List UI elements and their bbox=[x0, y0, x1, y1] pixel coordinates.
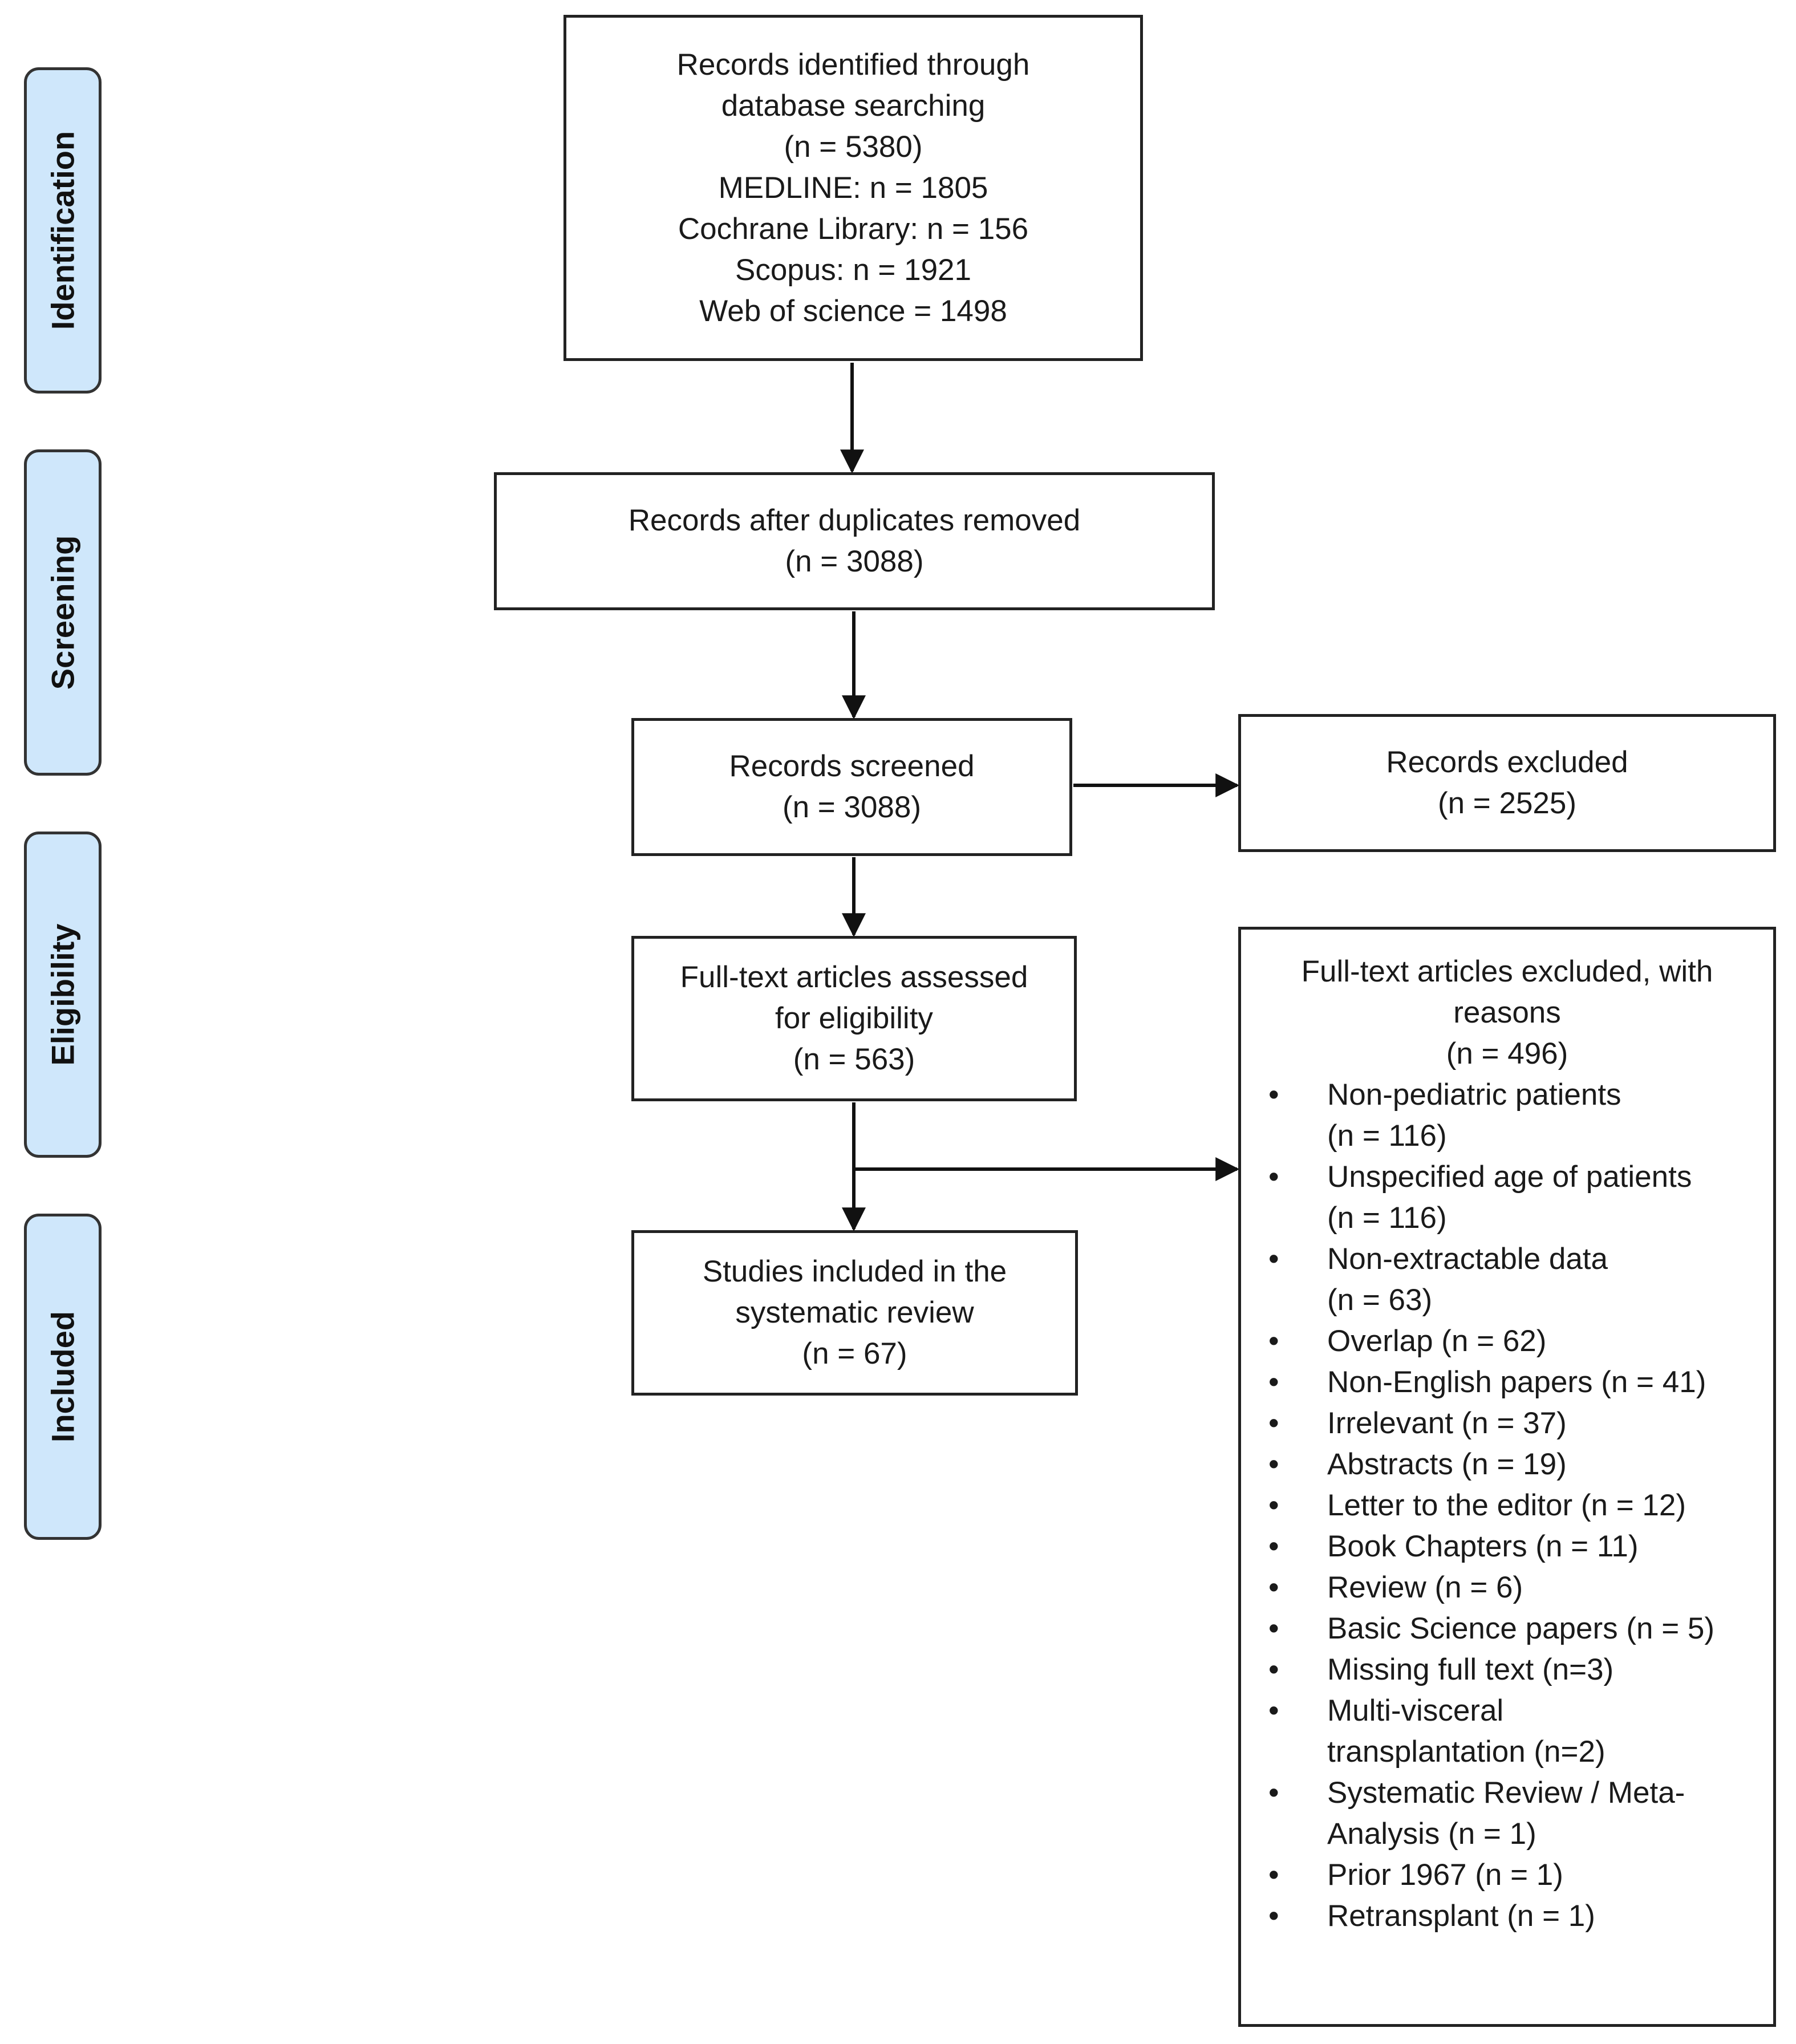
bullet-icon: • bbox=[1268, 1899, 1279, 1933]
exclusion-reason-text: Review (n = 6) bbox=[1327, 1571, 1523, 1604]
exclusion-reason-item: • Non-English papers (n = 41) bbox=[1241, 1362, 1762, 1403]
duplicates-removed-count: (n = 3088) bbox=[785, 545, 924, 578]
bullet-icon: • bbox=[1268, 1078, 1279, 1112]
bullet-icon: • bbox=[1268, 1489, 1279, 1522]
records-excluded-box: Records excluded (n = 2525) bbox=[1238, 714, 1776, 852]
bullet-icon: • bbox=[1268, 1612, 1279, 1645]
fulltext-excluded-box: Full-text articles excluded, with reason… bbox=[1238, 927, 1776, 2027]
exclusion-reason-item: • Basic Science papers (n = 5) bbox=[1241, 1608, 1762, 1649]
exclusion-reason-item: • Multi-visceral transplantation (n=2) bbox=[1241, 1690, 1762, 1773]
exclusion-reason-text: Irrelevant (n = 37) bbox=[1327, 1406, 1567, 1440]
exclusion-reason-item: • Letter to the editor (n = 12) bbox=[1241, 1485, 1762, 1526]
fulltext-excluded-heading-line: reasons bbox=[1453, 996, 1561, 1029]
fulltext-assessed-count: (n = 563) bbox=[793, 1043, 915, 1076]
exclusion-reason-text: Abstracts (n = 19) bbox=[1327, 1447, 1567, 1481]
exclusion-reason-text: Analysis (n = 1) bbox=[1327, 1817, 1536, 1851]
exclusion-reason-item: • Retransplant (n = 1) bbox=[1241, 1896, 1762, 1937]
exclusion-reason-text: Systematic Review / Meta- bbox=[1327, 1776, 1685, 1810]
exclusion-reason-item: • Prior 1967 (n = 1) bbox=[1241, 1855, 1762, 1896]
bullet-icon: • bbox=[1268, 1571, 1279, 1604]
exclusion-reason-item: • Irrelevant (n = 37) bbox=[1241, 1403, 1762, 1444]
exclusion-reason-item: • Review (n = 6) bbox=[1241, 1567, 1762, 1608]
bullet-icon: • bbox=[1268, 1776, 1279, 1810]
phase-eligibility: Eligibility bbox=[24, 832, 102, 1158]
records-excluded-count: (n = 2525) bbox=[1437, 786, 1577, 820]
bullet-icon: • bbox=[1268, 1365, 1279, 1399]
phase-screening: Screening bbox=[24, 449, 102, 776]
exclusion-reason-text: Unspecified age of patients bbox=[1327, 1160, 1692, 1194]
records-identified-line: Records identified through bbox=[676, 47, 1030, 82]
medline-count: MEDLINE: n = 1805 bbox=[718, 171, 988, 205]
exclusion-reason-text: (n = 116) bbox=[1327, 1119, 1447, 1153]
fulltext-assessed-line: Full-text articles assessed bbox=[680, 960, 1028, 994]
exclusion-reason-text: (n = 63) bbox=[1327, 1283, 1433, 1317]
exclusion-reason-item: • Book Chapters (n = 11) bbox=[1241, 1526, 1762, 1567]
exclusion-reason-text: Letter to the editor (n = 12) bbox=[1327, 1489, 1686, 1522]
exclusion-reasons-list: • Non-pediatric patients (n = 116) • Unspeci… bbox=[1241, 1074, 1773, 1937]
exclusion-reason-text: (n = 116) bbox=[1327, 1201, 1447, 1235]
bullet-icon: • bbox=[1268, 1447, 1279, 1481]
exclusion-reason-text: Book Chapters (n = 11) bbox=[1327, 1530, 1639, 1563]
bullet-icon: • bbox=[1268, 1324, 1279, 1358]
web-of-science-count: Web of science = 1498 bbox=[699, 294, 1007, 328]
exclusion-reason-text: Missing full text (n=3) bbox=[1327, 1653, 1614, 1686]
phase-identification: Identification bbox=[24, 67, 102, 394]
studies-included-line: systematic review bbox=[735, 1296, 974, 1329]
exclusion-reason-item: • Non-extractable data (n = 63) bbox=[1241, 1239, 1762, 1321]
exclusion-reason-text: Non-pediatric patients bbox=[1327, 1078, 1621, 1112]
fulltext-excluded-heading: Full-text articles excluded, with reason… bbox=[1241, 951, 1773, 1074]
scopus-count: Scopus: n = 1921 bbox=[735, 253, 971, 287]
exclusion-reason-item: • Overlap (n = 62) bbox=[1241, 1321, 1762, 1362]
duplicates-removed-label: Records after duplicates removed bbox=[628, 504, 1081, 537]
records-excluded-label: Records excluded bbox=[1386, 745, 1628, 779]
studies-included-box: Studies included in the systematic revie… bbox=[631, 1230, 1078, 1396]
cochrane-count: Cochrane Library: n = 156 bbox=[678, 212, 1029, 246]
records-screened-count: (n = 3088) bbox=[782, 790, 922, 824]
studies-included-count: (n = 67) bbox=[802, 1337, 907, 1370]
bullet-icon: • bbox=[1268, 1653, 1279, 1686]
duplicates-removed-box: Records after duplicates removed (n = 30… bbox=[494, 472, 1215, 610]
exclusion-reason-item: • Systematic Review / Meta- Analysis (n = … bbox=[1241, 1773, 1762, 1855]
exclusion-reason-text: transplantation (n=2) bbox=[1327, 1735, 1606, 1769]
fulltext-excluded-heading-line: Full-text articles excluded, with bbox=[1301, 955, 1713, 988]
phase-included: Included bbox=[24, 1214, 102, 1540]
records-screened-label: Records screened bbox=[729, 749, 975, 783]
exclusion-reason-item: • Unspecified age of patients (n = 116) bbox=[1241, 1157, 1762, 1239]
fulltext-assessed-box: Full-text articles assessed for eligibil… bbox=[631, 936, 1077, 1101]
exclusion-reason-text: Non-extractable data bbox=[1327, 1242, 1608, 1276]
exclusion-reason-text: Basic Science papers (n = 5) bbox=[1327, 1612, 1715, 1645]
bullet-icon: • bbox=[1268, 1406, 1279, 1440]
bullet-icon: • bbox=[1268, 1858, 1279, 1892]
exclusion-reason-text: Retransplant (n = 1) bbox=[1327, 1899, 1595, 1933]
studies-included-line: Studies included in the bbox=[702, 1255, 1007, 1288]
bullet-icon: • bbox=[1268, 1160, 1279, 1194]
bullet-icon: • bbox=[1268, 1242, 1279, 1276]
exclusion-reason-item: • Non-pediatric patients (n = 116) bbox=[1241, 1074, 1762, 1157]
exclusion-reason-text: Multi-visceral bbox=[1327, 1694, 1504, 1727]
exclusion-reason-text: Overlap (n = 62) bbox=[1327, 1324, 1547, 1358]
exclusion-reason-item: • Missing full text (n=3) bbox=[1241, 1649, 1762, 1690]
exclusion-reason-item: • Abstracts (n = 19) bbox=[1241, 1444, 1762, 1485]
records-identified-line: database searching bbox=[721, 88, 986, 123]
records-identified-count: (n = 5380) bbox=[784, 129, 923, 164]
records-identified-box: Records identified through database sear… bbox=[563, 15, 1143, 361]
bullet-icon: • bbox=[1268, 1694, 1279, 1727]
exclusion-reason-text: Non-English papers (n = 41) bbox=[1327, 1365, 1706, 1399]
fulltext-assessed-line: for eligibility bbox=[775, 1001, 933, 1035]
exclusion-reason-text: Prior 1967 (n = 1) bbox=[1327, 1858, 1563, 1892]
fulltext-excluded-count: (n = 496) bbox=[1446, 1037, 1568, 1070]
records-screened-box: Records screened (n = 3088) bbox=[631, 718, 1072, 856]
bullet-icon: • bbox=[1268, 1530, 1279, 1563]
